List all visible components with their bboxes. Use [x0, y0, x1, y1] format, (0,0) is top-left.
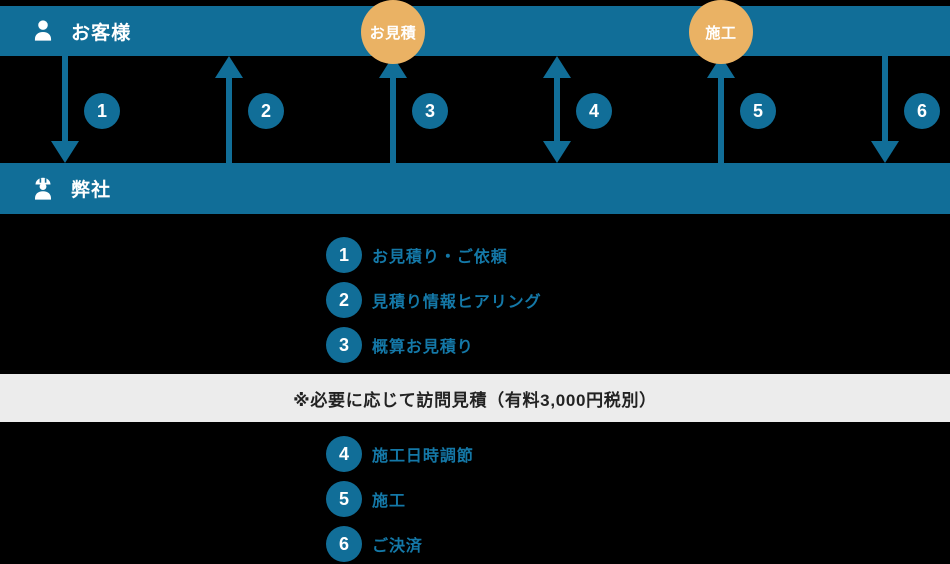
arrow-head-down-icon: [543, 141, 571, 163]
company-lane-label: 弊社: [71, 180, 112, 201]
step-number-badge: 1: [326, 237, 362, 273]
arrow-down-1: [51, 56, 79, 163]
step-label: ご決済: [372, 538, 423, 555]
company-lane-bar: 弊社: [0, 163, 950, 214]
step-row: 1 お見積り・ご依頼: [326, 237, 508, 273]
arrow-number-badge: 5: [740, 93, 776, 129]
step-label: 見積り情報ヒアリング: [372, 294, 542, 311]
arrow-number-badge: 4: [576, 93, 612, 129]
step-row: 2 見積り情報ヒアリング: [326, 282, 542, 318]
arrow-number-badge: 1: [84, 93, 120, 129]
step-row: 6 ご決済: [326, 526, 423, 562]
arrow-line: [390, 78, 396, 163]
worker-icon: [30, 174, 56, 204]
milestone-construction-badge: 施工: [689, 0, 753, 64]
arrow-up-3: [379, 56, 407, 163]
customer-lane-label: お客様: [71, 22, 132, 44]
arrow-down-6: [871, 56, 899, 163]
step-row: 4 施工日時調節: [326, 436, 474, 472]
customer-lane-bar: お客様: [0, 6, 950, 56]
arrow-up-2: [215, 56, 243, 163]
step-label: 施工: [372, 493, 406, 510]
arrow-line: [718, 78, 724, 163]
arrow-head-up-icon: [215, 56, 243, 78]
arrow-head-down-icon: [51, 141, 79, 163]
step-label: お見積り・ご依頼: [372, 249, 508, 266]
arrow-line: [554, 78, 560, 141]
step-label: 概算お見積り: [372, 339, 474, 356]
arrow-head-up-icon: [543, 56, 571, 78]
arrow-both-4: [543, 56, 571, 163]
person-icon: [30, 16, 56, 46]
step-number-badge: 5: [326, 481, 362, 517]
arrow-number-badge: 6: [904, 93, 940, 129]
step-number-badge: 3: [326, 327, 362, 363]
arrow-up-5: [707, 56, 735, 163]
step-number-badge: 4: [326, 436, 362, 472]
arrow-line: [62, 56, 68, 141]
step-number-badge: 6: [326, 526, 362, 562]
step-label: 施工日時調節: [372, 448, 474, 465]
arrow-number-badge: 3: [412, 93, 448, 129]
milestone-estimate-badge: お見積: [361, 0, 425, 64]
arrow-head-down-icon: [871, 141, 899, 163]
step-number-badge: 2: [326, 282, 362, 318]
step-row: 5 施工: [326, 481, 406, 517]
note-band: ※必要に応じて訪問見積（有料3,000円税別）: [0, 374, 950, 422]
arrow-line: [226, 78, 232, 163]
arrow-number-badge: 2: [248, 93, 284, 129]
step-row: 3 概算お見積り: [326, 327, 474, 363]
arrow-line: [882, 56, 888, 141]
